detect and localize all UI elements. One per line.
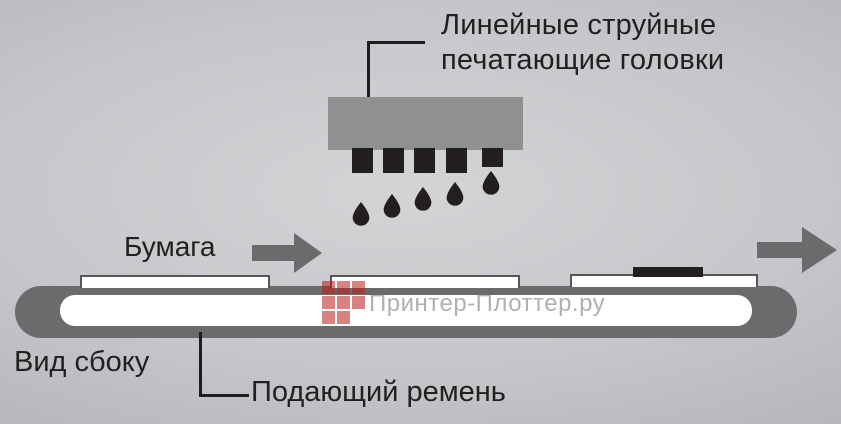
title-leader-line-vertical xyxy=(367,41,370,98)
title-line-2: печатающие головки xyxy=(441,44,725,76)
printhead-nozzle xyxy=(414,148,435,173)
title-line-1: Линейные струйные xyxy=(441,9,717,41)
ink-droplet-icon xyxy=(383,194,401,218)
ink-droplet-icon xyxy=(446,182,464,206)
ink-droplet-icon xyxy=(482,171,500,195)
belt-surface xyxy=(60,295,752,326)
printhead-nozzle xyxy=(352,148,373,173)
printhead-nozzle xyxy=(482,148,503,167)
watermark-text: Принтер-Плоттер.ру xyxy=(369,290,606,317)
paper-feed-arrow-icon xyxy=(252,233,322,273)
paper-exit-arrow-icon xyxy=(757,227,837,273)
belt-leader-line-vertical xyxy=(199,332,202,397)
printhead-body xyxy=(328,97,523,150)
ink-droplet-icon xyxy=(414,187,432,211)
watermark-logo-icon xyxy=(322,281,365,324)
ink-droplet-icon xyxy=(352,202,370,226)
printed-mark xyxy=(633,267,703,277)
side-view-label: Вид сбоку xyxy=(14,346,150,378)
printhead-nozzle xyxy=(383,148,404,173)
printhead-nozzle xyxy=(446,148,467,173)
paper-label: Бумага xyxy=(124,231,216,262)
diagram-title: Линейные струйные печатающие головки xyxy=(441,8,724,78)
feed-belt-label: Подающий ремень xyxy=(251,376,506,408)
title-leader-line-horizontal xyxy=(367,41,425,44)
belt-leader-line-horizontal xyxy=(199,394,249,397)
paper-sheet xyxy=(80,275,270,288)
